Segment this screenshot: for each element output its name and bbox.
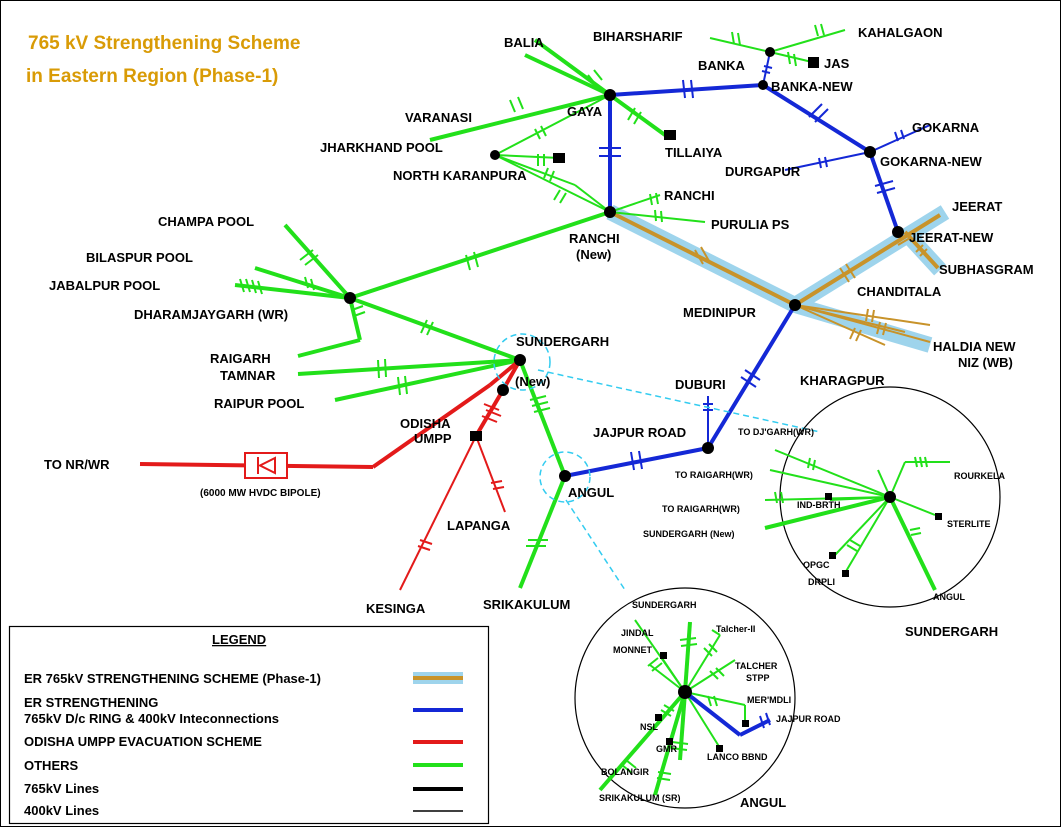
ag-talcher-ii: Talcher-II <box>716 624 755 634</box>
legend-item-others: OTHERS <box>24 758 79 773</box>
label-balia: BALIA <box>504 35 544 50</box>
ag-mermdli: MER'MDLI <box>747 695 791 705</box>
label-north-karanpura: NORTH KARANPURA <box>393 168 527 183</box>
ag-talcher-stpp-2: STPP <box>746 673 770 683</box>
sg-to-raigarh-1: TO RAIGARH(WR) <box>675 470 753 480</box>
label-ranchi: RANCHI <box>664 188 715 203</box>
label-sundergarh-new-2: (New) <box>515 374 550 389</box>
label-gokarna: GOKARNA <box>912 120 980 135</box>
label-gaya: GAYA <box>567 104 603 119</box>
label-jharkhand-pool: JHARKHAND POOL <box>320 140 443 155</box>
label-lapanga: LAPANGA <box>447 518 511 533</box>
label-raipur-pool: RAIPUR POOL <box>214 396 304 411</box>
ag-gmr: GMR <box>656 744 677 754</box>
label-purulia: PURULIA PS <box>711 217 790 232</box>
ag-jindal: JINDAL <box>621 628 654 638</box>
legend-item-ring-2: 765kV D/c RING & 400kV Inteconnections <box>24 711 279 726</box>
label-raigarh: RAIGARH <box>210 351 271 366</box>
label-banka-new: BANKA-NEW <box>771 79 853 94</box>
label-gokarna-new: GOKARNA-NEW <box>880 154 983 169</box>
label-duburi: DUBURI <box>675 377 726 392</box>
label-varanasi: VARANASI <box>405 110 472 125</box>
label-tamnar: TAMNAR <box>220 368 276 383</box>
legend-item-400kv: 400kV Lines <box>24 803 99 818</box>
sg-rourkela: ROURKELA <box>954 471 1005 481</box>
sundergarh-inset-labels: SUNDERGARH TO DJ'GARH(WR) TO RAIGARH(WR)… <box>643 427 1005 639</box>
label-kahalgaon: KAHALGAON <box>858 25 943 40</box>
label-bilaspur-pool: BILASPUR POOL <box>86 250 193 265</box>
node-labels: BALIA BIHARSHARIF KAHALGAON JAS BANKA BA… <box>44 25 1034 616</box>
label-sundergarh-new-1: SUNDERGARH <box>516 334 609 349</box>
substation-nodes <box>344 47 904 482</box>
legend-item-ring-1: ER STRENGTHENING <box>24 695 158 710</box>
label-jajpur-road: JAJPUR ROAD <box>593 425 686 440</box>
inset-connectors <box>493 333 821 591</box>
label-medinipur: MEDINIPUR <box>683 305 757 320</box>
ag-talcher-stpp-1: TALCHER <box>735 661 778 671</box>
label-jeerat: JEERAT <box>952 199 1002 214</box>
sundergarh-inset-title: SUNDERGARH <box>905 624 998 639</box>
label-to-nrwr: TO NR/WR <box>44 457 110 472</box>
sg-ind-brth: IND-BRTH <box>797 500 841 510</box>
label-biharsharif: BIHARSHARIF <box>593 29 683 44</box>
label-jabalpur-pool: JABALPUR POOL <box>49 278 160 293</box>
title-line2: in Eastern Region (Phase-1) <box>26 66 278 87</box>
sg-sundergarh-new: SUNDERGARH (New) <box>643 529 735 539</box>
label-odisha-1: ODISHA <box>400 416 451 431</box>
angul-inset <box>574 587 796 809</box>
label-jas: JAS <box>824 56 850 71</box>
sundergarh-inset <box>764 386 1001 608</box>
label-haldia-1: HALDIA NEW <box>933 339 1016 354</box>
label-angul: ANGUL <box>568 485 614 500</box>
label-odisha-2: UMPP <box>414 431 452 446</box>
ag-srikakulum: SRIKAKULUM (SR) <box>599 793 681 803</box>
other-lines <box>234 23 846 589</box>
label-banka: BANKA <box>698 58 746 73</box>
label-hvdc: (6000 MW HVDC BIPOLE) <box>200 488 321 499</box>
sg-drpli: DRPLI <box>808 577 835 587</box>
label-tillaiya: TILLAIYA <box>665 145 723 160</box>
ag-bolangir: BOLANGIR <box>601 767 649 777</box>
phase1-lines <box>606 204 950 353</box>
title-block: 765 kV Strengthening Scheme in Eastern R… <box>26 33 300 87</box>
label-ranchi-new-1: RANCHI <box>569 231 620 246</box>
ag-nsl: NSL <box>640 722 659 732</box>
legend-item-phase1: ER 765kV STRENGTHENING SCHEME (Phase-1) <box>24 671 321 686</box>
sg-opgc: OPGC <box>803 560 830 570</box>
label-champa-pool: CHAMPA POOL <box>158 214 254 229</box>
ag-monnet: MONNET <box>613 645 652 655</box>
legend-item-umpp: ODISHA UMPP EVACUATION SCHEME <box>24 734 262 749</box>
label-kharagpur: KHARAGPUR <box>800 373 885 388</box>
ag-jajpur-road: JAJPUR ROAD <box>776 714 841 724</box>
sg-sterlite: STERLITE <box>947 519 991 529</box>
label-durgapur: DURGAPUR <box>725 164 801 179</box>
umpp-lines <box>139 358 522 591</box>
label-haldia-2: NIZ (WB) <box>958 355 1013 370</box>
legend: LEGEND ER 765kV STRENGTHENING SCHEME (Ph… <box>8 625 490 825</box>
sg-angul: ANGUL <box>933 592 965 602</box>
label-dharamjaygarh: DHARAMJAYGARH (WR) <box>134 307 288 322</box>
angul-inset-title: ANGUL <box>740 795 786 810</box>
label-ranchi-new-2: (New) <box>576 247 611 262</box>
angul-inset-labels: ANGUL SUNDERGARH JINDAL Talcher-II MONNE… <box>599 600 841 810</box>
legend-title: LEGEND <box>212 632 266 647</box>
label-kesinga: KESINGA <box>366 601 426 616</box>
title-line1: 765 kV Strengthening Scheme <box>28 33 300 54</box>
sg-to-raigarh-2: TO RAIGARH(WR) <box>662 504 740 514</box>
ag-lanco: LANCO BBND <box>707 752 768 762</box>
sg-to-djgarh: TO DJ'GARH(WR) <box>738 427 814 437</box>
ag-sundergarh: SUNDERGARH <box>632 600 697 610</box>
label-subhasgram: SUBHASGRAM <box>939 262 1034 277</box>
label-jeerat-new: JEERAT-NEW <box>909 230 994 245</box>
label-chanditala: CHANDITALA <box>857 284 942 299</box>
legend-item-765kv: 765kV Lines <box>24 781 99 796</box>
label-srikakulum: SRIKAKULUM <box>483 597 570 612</box>
